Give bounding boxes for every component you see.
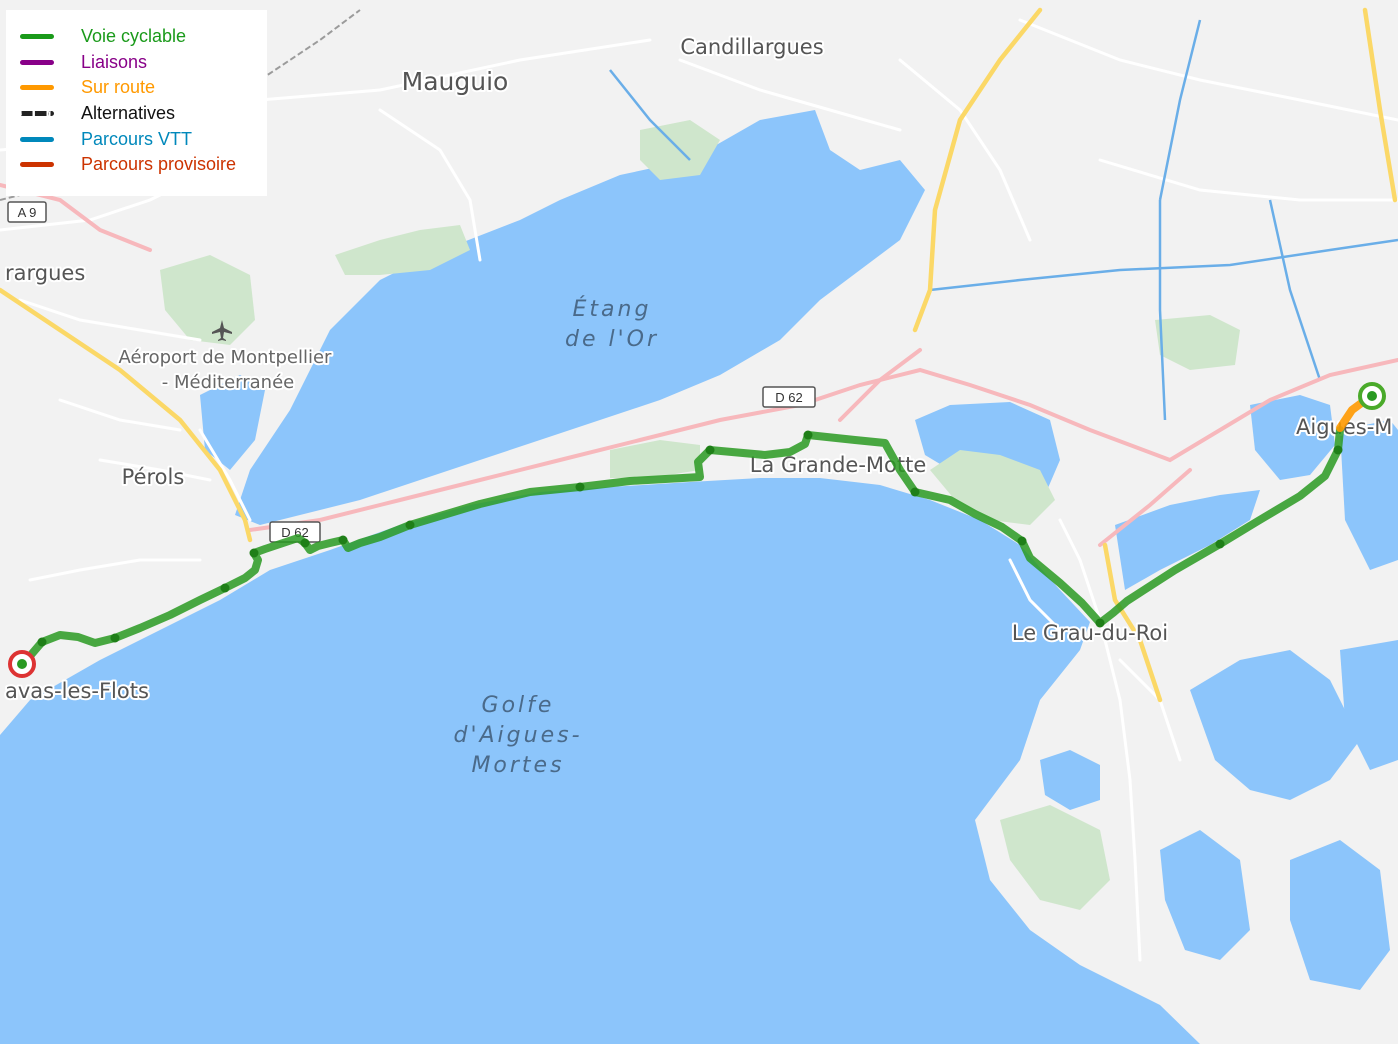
- label-mauguio: Mauguio: [402, 67, 509, 96]
- route-waypoints: [37, 430, 1343, 647]
- legend-swatch: [20, 136, 54, 142]
- lagoon-south-east: [1290, 840, 1390, 990]
- legend-swatch: [20, 34, 54, 40]
- svg-text:D 62: D 62: [775, 390, 802, 405]
- airport-icon: [212, 320, 232, 341]
- route-node: [575, 482, 585, 492]
- route-node: [910, 487, 920, 497]
- canals: [609, 19, 1398, 421]
- route-node: [1017, 536, 1027, 546]
- park-airport: [160, 255, 255, 345]
- legend-label: Parcours provisoire: [81, 154, 237, 175]
- park-espiguette: [1000, 805, 1110, 910]
- sea-golfe: [0, 478, 1200, 1044]
- lagoon-etang-de-l-or: [235, 110, 925, 525]
- legend-item: Alternatives: [20, 101, 267, 127]
- legend-label: Sur route: [81, 77, 156, 98]
- route-node: [1333, 445, 1343, 455]
- park-grande-motte: [930, 450, 1055, 525]
- road-shield-d62-east: D 62: [762, 386, 816, 408]
- park-north-etang: [335, 225, 470, 275]
- legend-label: Parcours VTT: [81, 128, 193, 149]
- label-golfe-line2: d'Aigues-: [453, 723, 582, 748]
- legend-label: Liaisons: [81, 51, 148, 72]
- route-node: [110, 633, 120, 643]
- salt-pans: [1190, 650, 1360, 800]
- label-golfe-line3: Mortes: [471, 753, 564, 778]
- legend-item: Parcours provisoire: [20, 152, 267, 178]
- legend-label: Alternatives: [81, 103, 176, 124]
- park-east: [1155, 315, 1240, 370]
- label-le-grau-du-roi: Le Grau-du-Roi: [1012, 621, 1168, 645]
- route-node: [37, 637, 47, 647]
- legend-item: Parcours VTT: [20, 126, 267, 152]
- lagoon-far-east: [1340, 640, 1398, 770]
- lagoon-south: [1160, 830, 1250, 960]
- legend-item: Sur route: [20, 75, 267, 101]
- label-candillargues: Candillargues: [680, 35, 823, 59]
- route-node: [249, 548, 259, 558]
- route-node: [1215, 539, 1225, 549]
- label-perols: Pérols: [122, 465, 185, 489]
- legend-swatch: [20, 85, 54, 91]
- end-marker[interactable]: [8, 650, 36, 678]
- legend-label: Voie cyclable: [81, 26, 187, 47]
- route-node: [705, 445, 715, 455]
- label-golfe-line1: Golfe: [482, 693, 555, 718]
- legend-item: Voie cyclable: [20, 24, 267, 50]
- route-node: [300, 538, 310, 548]
- yellow-roads: [0, 7, 1398, 703]
- lagoon-aigues-mortes: [1250, 395, 1335, 480]
- label-palavas: avas-les-Flots: [5, 679, 149, 703]
- lagoon-west-perols: [200, 375, 265, 470]
- route-node: [1095, 618, 1105, 628]
- road-shield-a9: A 9: [7, 201, 47, 223]
- route-node: [220, 583, 230, 593]
- start-marker[interactable]: [1358, 382, 1386, 410]
- lagoon-medard: [1115, 490, 1260, 590]
- park-beach: [610, 440, 700, 478]
- route-node: [405, 520, 415, 530]
- legend-swatch: [20, 59, 54, 65]
- legend-swatch: [20, 111, 54, 117]
- legend-swatch: [20, 162, 54, 168]
- label-etang-line1: Étang: [573, 296, 652, 322]
- label-etang-line2: de l'Or: [565, 327, 659, 352]
- label-airport-line1: Aéroport de Montpellier: [119, 347, 333, 368]
- lagoon-east: [1340, 420, 1398, 570]
- route-node: [803, 430, 813, 440]
- cycle-route-voie-cyclable[interactable]: [20, 426, 1344, 667]
- route-node: [338, 535, 348, 545]
- legend-item: Liaisons: [20, 50, 267, 76]
- marina-grau: [1040, 750, 1100, 810]
- label-lattes: rargues: [5, 261, 85, 285]
- label-airport-line2: - Méditerranée: [162, 372, 294, 393]
- svg-text:A 9: A 9: [18, 205, 37, 220]
- road-shield-d62-west: D 62: [269, 521, 321, 543]
